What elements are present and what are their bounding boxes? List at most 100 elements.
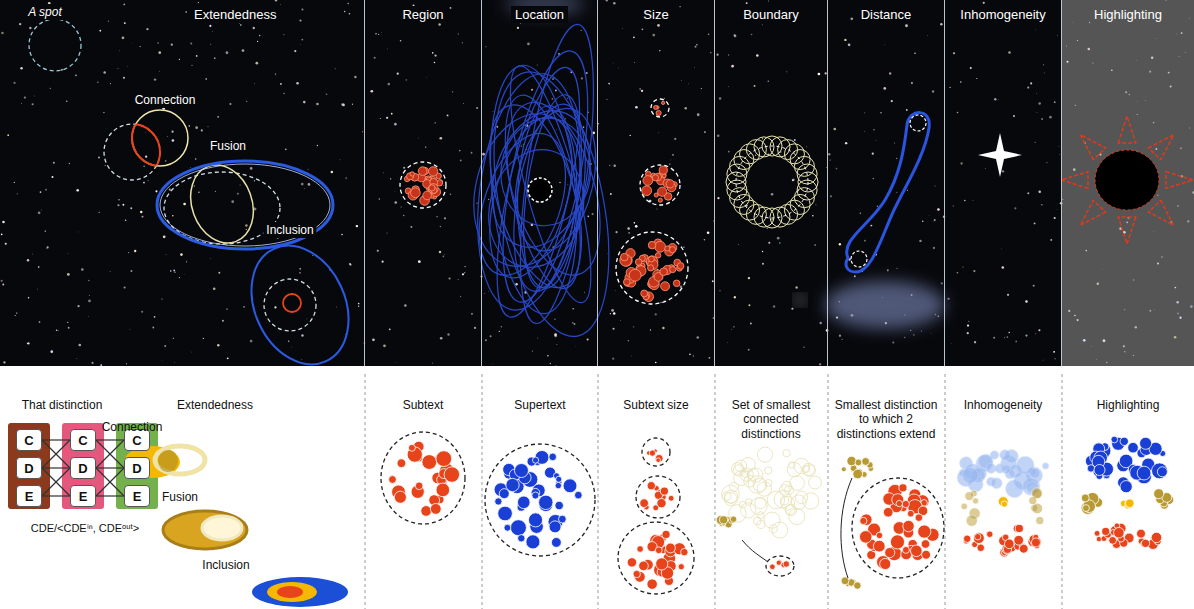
star — [349, 263, 351, 265]
star — [403, 215, 404, 216]
star — [622, 27, 624, 29]
caption-label: Extendedness — [160, 398, 270, 412]
star — [904, 337, 905, 338]
highlight-ray — [1166, 172, 1193, 189]
distinction-dot — [1019, 544, 1028, 553]
star — [389, 328, 391, 330]
star — [583, 126, 585, 128]
distinction-dot — [722, 492, 731, 501]
distinction-dot — [757, 512, 764, 519]
star — [344, 11, 346, 13]
distinction-dot — [1015, 524, 1023, 532]
star — [17, 193, 18, 194]
star — [815, 204, 816, 205]
distinction-dot — [532, 492, 539, 499]
star — [762, 251, 763, 252]
cde-link — [96, 440, 124, 468]
star — [125, 219, 126, 220]
star — [1155, 148, 1157, 150]
distinction-dot — [975, 534, 981, 540]
distinction-dot — [495, 498, 502, 505]
column-separator — [828, 374, 829, 609]
star — [674, 138, 676, 140]
star — [1188, 17, 1190, 19]
star — [339, 159, 341, 161]
star — [496, 126, 498, 128]
star — [521, 145, 522, 146]
star — [434, 62, 436, 64]
star — [1083, 339, 1086, 342]
star — [913, 334, 914, 335]
cde-link — [42, 440, 70, 468]
distinction-dot — [783, 561, 789, 567]
star — [777, 237, 780, 240]
star — [960, 81, 962, 83]
cde-link — [96, 468, 124, 496]
star — [1035, 333, 1036, 334]
star — [696, 336, 699, 339]
distinction-dot — [1083, 505, 1090, 512]
caption-label: Inhomogeneity — [950, 398, 1056, 412]
star — [896, 158, 897, 159]
star — [213, 287, 216, 290]
star — [550, 363, 551, 364]
star — [306, 318, 308, 320]
distinction-dot — [907, 510, 914, 517]
star — [1097, 283, 1099, 285]
leader-line — [742, 540, 768, 562]
star — [436, 216, 437, 217]
boundary-circle — [794, 188, 814, 208]
star — [283, 34, 285, 36]
distinction-dot — [1031, 538, 1040, 547]
star — [394, 123, 397, 126]
star — [145, 156, 147, 158]
star — [157, 42, 159, 44]
star — [36, 288, 38, 290]
star — [15, 315, 16, 316]
star — [555, 365, 557, 367]
star — [7, 134, 9, 136]
star — [716, 54, 718, 56]
star — [58, 330, 60, 332]
star — [907, 190, 908, 191]
bright-star — [978, 133, 1022, 177]
star — [976, 78, 977, 79]
star — [833, 128, 836, 131]
star — [458, 33, 459, 34]
distinction-dot — [1140, 437, 1152, 449]
distinction-dot — [890, 535, 904, 549]
distinction-dot — [847, 456, 856, 465]
photo-panel: Distance — [828, 0, 945, 366]
distinction-dot — [741, 457, 755, 471]
star — [88, 280, 90, 282]
distinction-dot — [883, 507, 893, 517]
shape-label: Fusion — [207, 138, 249, 154]
star — [294, 50, 296, 52]
star — [123, 4, 125, 6]
star — [695, 46, 697, 48]
star — [464, 266, 465, 267]
star — [932, 90, 934, 92]
distinction-dot — [1004, 539, 1014, 549]
star — [226, 51, 229, 54]
distinction-dot — [963, 535, 970, 542]
star — [658, 132, 660, 134]
star — [734, 296, 736, 298]
star — [172, 215, 174, 217]
star — [575, 346, 577, 348]
highlight-ray — [1061, 172, 1088, 189]
star — [377, 250, 379, 252]
star — [274, 306, 276, 308]
star — [301, 183, 304, 186]
boundary-circle — [730, 156, 750, 176]
star — [639, 88, 640, 89]
star — [919, 240, 921, 242]
star — [669, 159, 671, 161]
star — [395, 362, 397, 364]
star — [485, 46, 486, 47]
star — [109, 270, 111, 272]
star — [67, 252, 69, 254]
distinction-dot — [855, 459, 862, 466]
distinction-dot — [730, 516, 736, 522]
star — [1, 233, 3, 235]
